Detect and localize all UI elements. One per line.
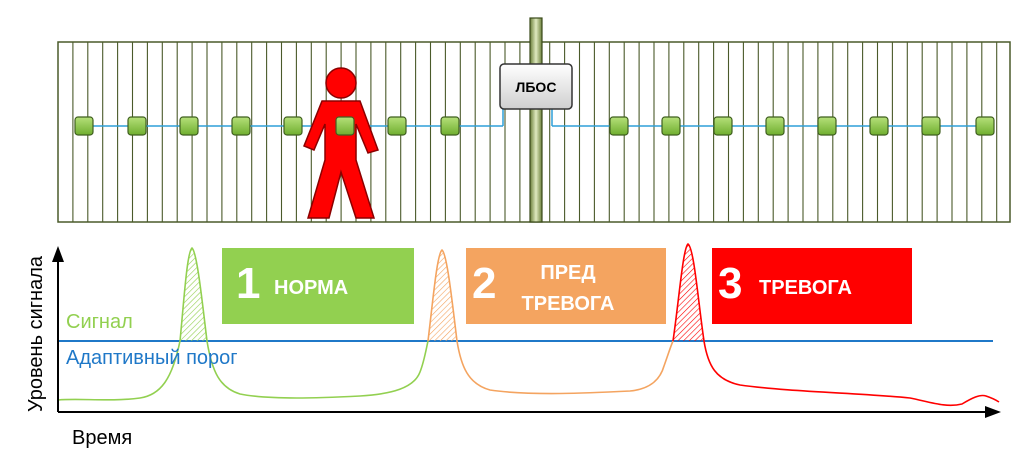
y-axis-arrow — [52, 246, 64, 262]
zone-normal-label: НОРМА — [274, 277, 348, 299]
controller-label: ЛБОС — [516, 79, 557, 95]
sensor-node — [231, 116, 251, 136]
zone-prealarm-label-line1: ПРЕД — [540, 262, 595, 284]
sensor-node — [283, 116, 303, 136]
zone-prealarm-box — [466, 248, 666, 324]
sensor-node — [335, 116, 355, 136]
zone-alarm: 3 ТРЕВОГА — [712, 248, 912, 324]
zone-prealarm-number: 2 — [472, 259, 496, 308]
sensor-node — [713, 116, 733, 136]
sensor-node — [817, 116, 837, 136]
sensor-node — [179, 116, 199, 136]
signal-curve-normal — [57, 246, 429, 401]
sensor-node — [661, 116, 681, 136]
signal-exceed-area-alarm — [673, 244, 704, 341]
sensor-node — [387, 116, 407, 136]
sensor-node — [765, 116, 785, 136]
signal-graph: Уровень сигнала Время Сигнал Адаптивный … — [25, 243, 1001, 449]
signal-exceed-area-prealarm — [428, 250, 457, 341]
controller-box: ЛБОС — [499, 63, 573, 110]
sensor-nodes — [74, 116, 995, 136]
sensor-node — [921, 116, 941, 136]
zone-alarm-label: ТРЕВОГА — [759, 277, 852, 299]
zone-alarm-box — [712, 248, 912, 324]
signal-curve-prealarm — [427, 248, 674, 395]
sensor-node — [975, 116, 995, 136]
zone-alarm-number: 3 — [718, 259, 742, 308]
intruder-body — [303, 100, 379, 219]
zone-normal: 1 НОРМА — [222, 248, 414, 324]
threshold-legend-label: Адаптивный порог — [66, 347, 238, 369]
y-axis-label: Уровень сигнала — [25, 255, 47, 412]
sensor-node — [609, 116, 629, 136]
sensor-node — [869, 116, 889, 136]
zone-prealarm: 2 ПРЕД ТРЕВОГА — [466, 248, 666, 324]
x-axis-label: Время — [72, 427, 132, 449]
x-axis-arrow — [985, 406, 1001, 418]
signal-legend-label: Сигнал — [66, 311, 133, 333]
intruder-figure — [303, 67, 379, 219]
controller-pole — [529, 17, 543, 223]
sensor-node — [74, 116, 94, 136]
sensor-node — [127, 116, 147, 136]
zone-normal-box — [222, 248, 414, 324]
zone-normal-number: 1 — [236, 259, 260, 308]
signal-curve-alarm — [672, 243, 1000, 407]
intruder-head — [325, 67, 357, 99]
zone-prealarm-label-line2: ТРЕВОГА — [522, 293, 615, 315]
sensor-node — [440, 116, 460, 136]
controller-box-shape — [499, 63, 573, 110]
